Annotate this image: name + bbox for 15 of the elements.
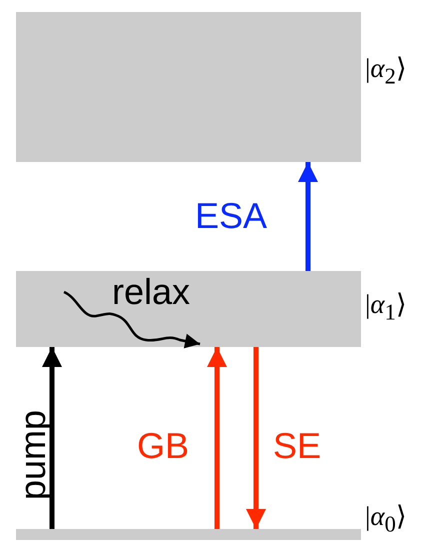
transition-arrow (298, 162, 318, 271)
edge-label: GB (137, 428, 190, 464)
energy-level-band (16, 529, 361, 540)
energy-level-band (16, 271, 361, 347)
state-label: |α$_{2}$⟩ (365, 52, 407, 90)
state-label: |α$_{0}$⟩ (365, 500, 407, 538)
energy-level-band (16, 12, 361, 162)
transition-arrow (207, 347, 227, 529)
relax-label: relax (112, 274, 190, 310)
transition-arrow (42, 347, 62, 529)
edge-label: pump (15, 410, 52, 500)
transition-arrow (246, 347, 266, 529)
state-label: |α$_{1}$⟩ (365, 288, 407, 326)
edge-label: ESA (195, 198, 268, 234)
edge-label: SE (273, 428, 322, 464)
